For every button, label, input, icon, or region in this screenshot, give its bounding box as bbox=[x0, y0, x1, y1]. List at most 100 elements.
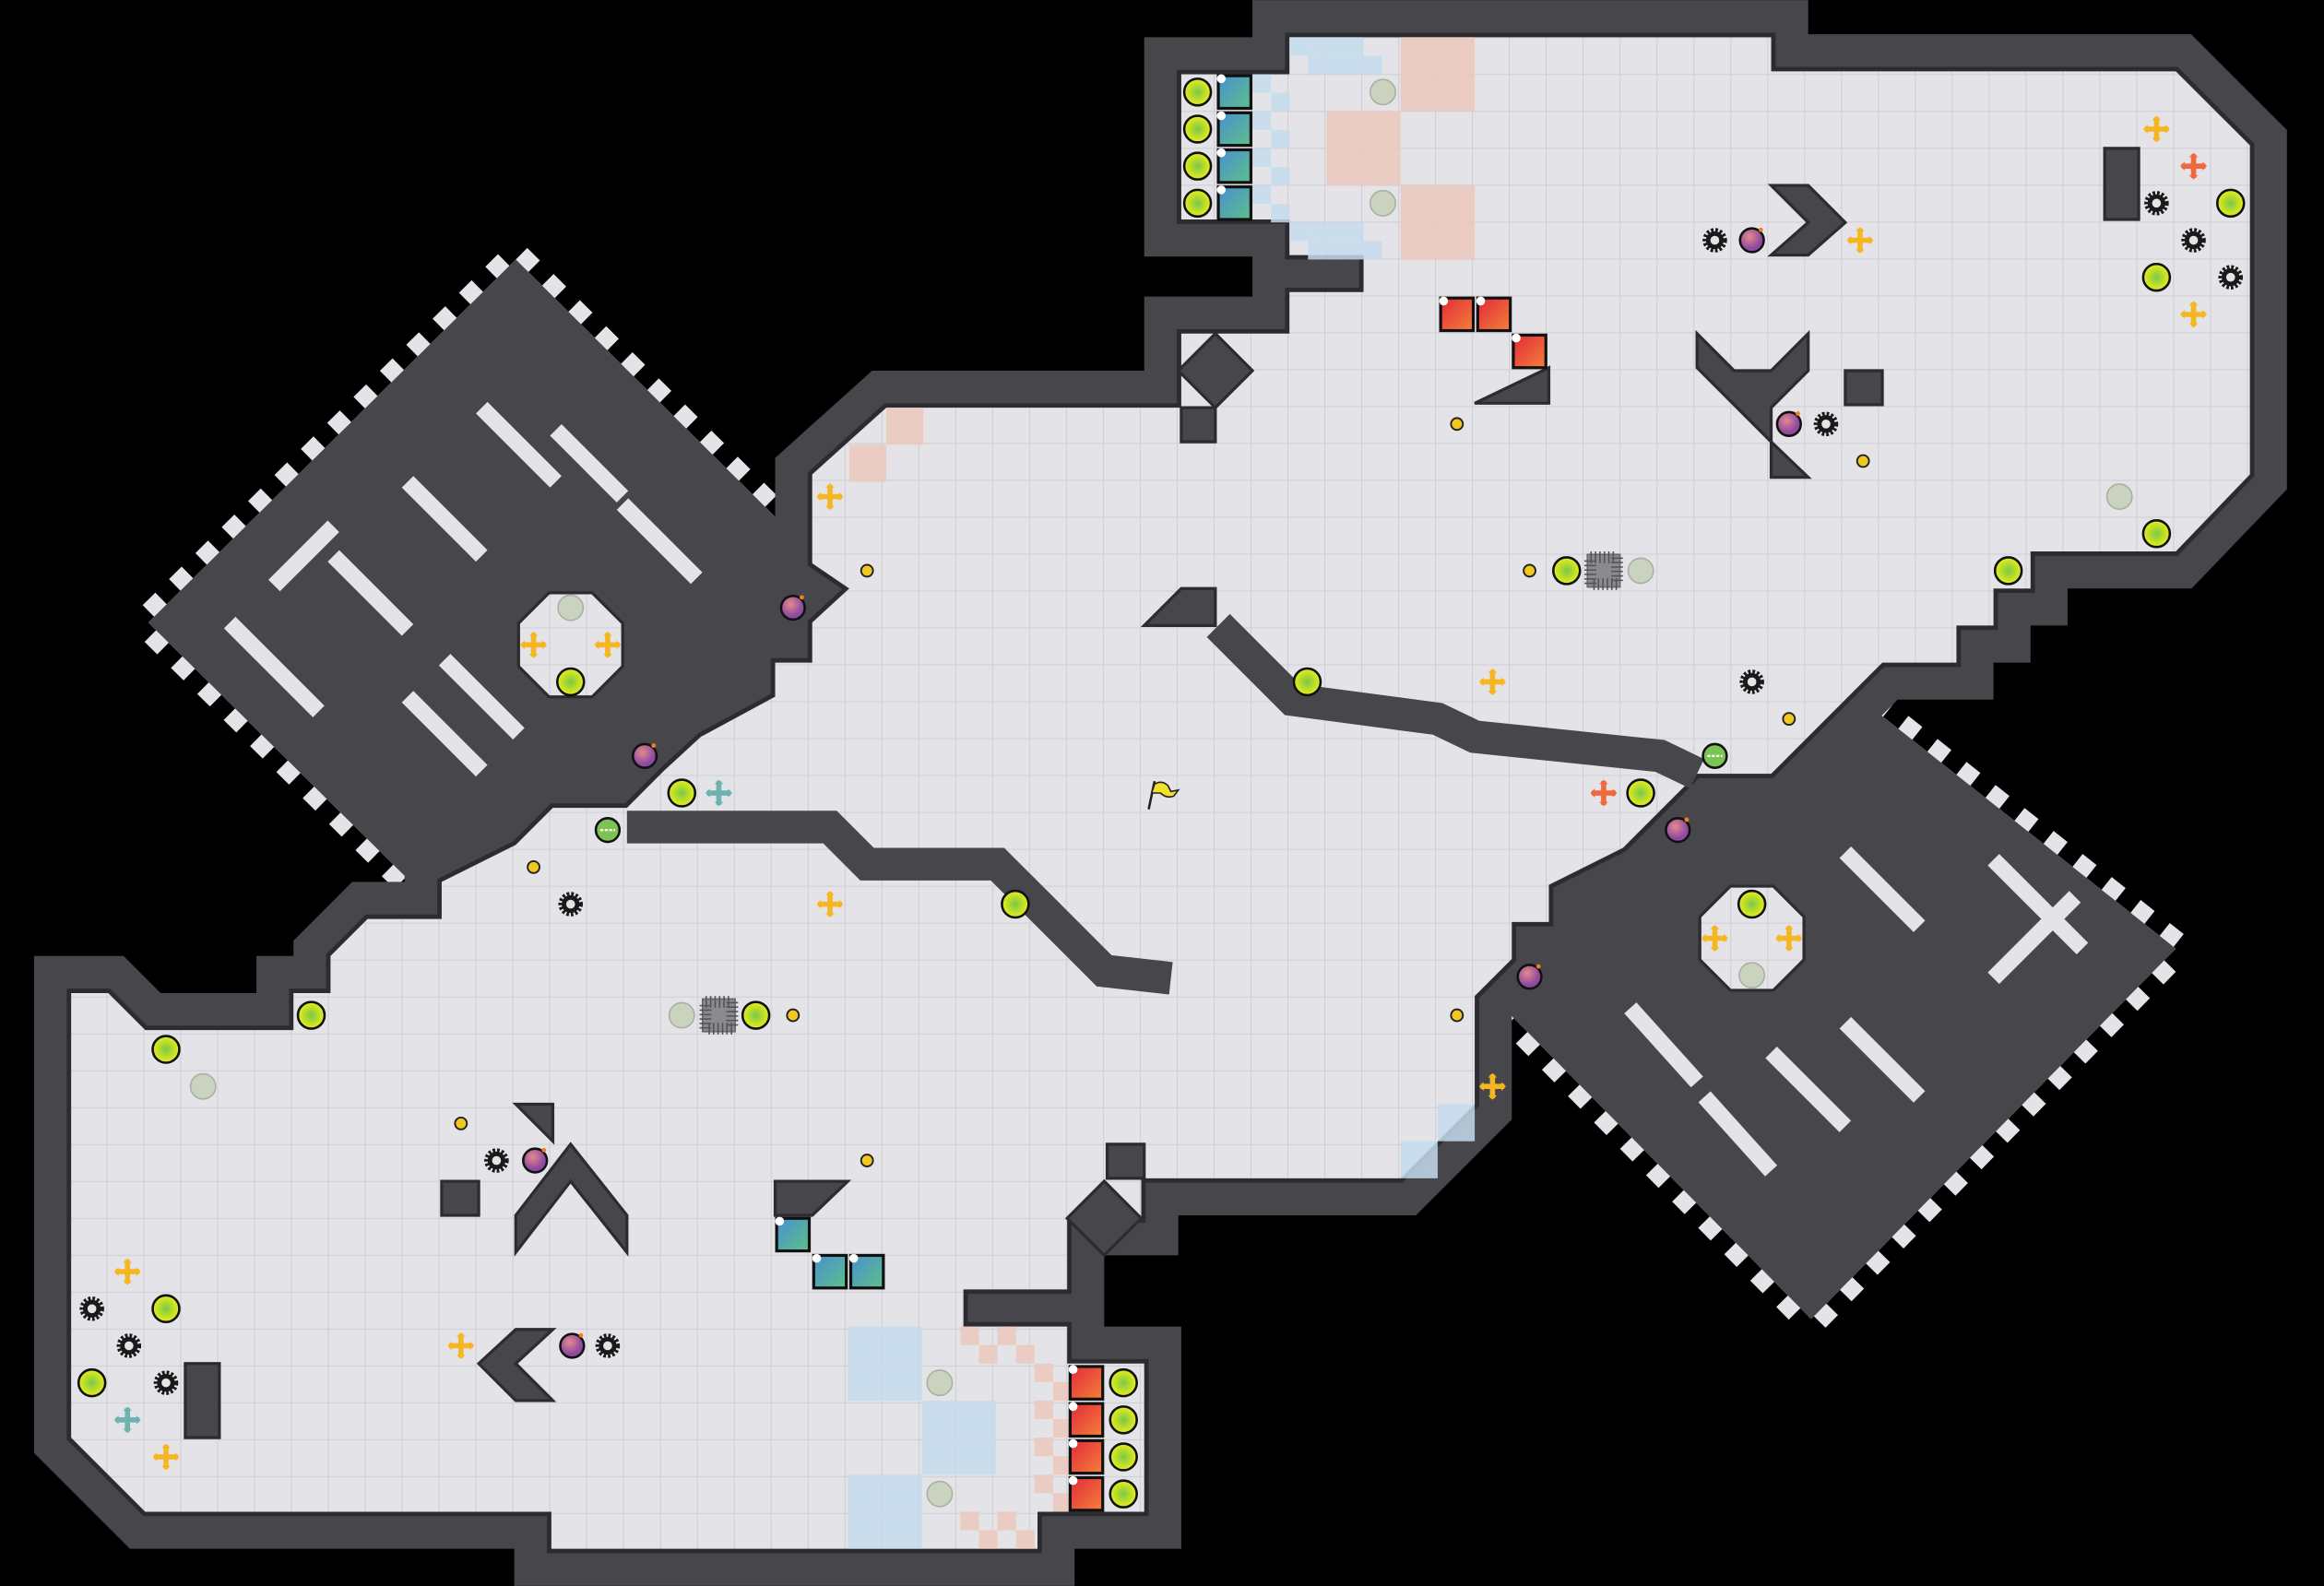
gear-ring bbox=[83, 1299, 101, 1318]
wall-gap bbox=[1839, 1016, 1926, 1103]
checker-tile bbox=[1326, 241, 1346, 260]
gear-teeth bbox=[116, 1333, 142, 1358]
bomb-fuse bbox=[1796, 411, 1800, 416]
gear-ring bbox=[562, 894, 580, 914]
checker-tile bbox=[978, 1344, 998, 1364]
obstacles-layer bbox=[184, 147, 2140, 1439]
bomb-body bbox=[559, 1332, 586, 1359]
gear-icon bbox=[484, 1148, 509, 1173]
red-block-icon bbox=[1068, 1402, 1105, 1438]
coin-icon bbox=[1109, 1405, 1138, 1435]
block-shine bbox=[1216, 148, 1227, 158]
bomb-body bbox=[1775, 410, 1802, 437]
move-cross-icon bbox=[1478, 1072, 1506, 1100]
gear-icon bbox=[2218, 265, 2244, 290]
octagon-chamber bbox=[1698, 884, 1806, 992]
gear-icon bbox=[595, 1333, 621, 1358]
checker-tile bbox=[1289, 222, 1309, 242]
striped-orb-icon bbox=[594, 817, 622, 844]
grate-holes bbox=[1584, 551, 1623, 590]
teal-block-icon bbox=[848, 1253, 885, 1290]
checker-tile bbox=[1034, 1438, 1053, 1457]
move-cross-icon bbox=[1478, 669, 1506, 695]
wall-gap bbox=[268, 520, 339, 592]
bar-block bbox=[184, 1362, 221, 1439]
checker-tile bbox=[1015, 1530, 1035, 1549]
bomb-icon bbox=[1665, 817, 1691, 844]
gear-ring bbox=[2147, 194, 2166, 212]
cross-bars bbox=[448, 1333, 473, 1358]
bomb-fuse bbox=[1684, 817, 1690, 823]
gear-teeth bbox=[2181, 228, 2206, 253]
blue-tile bbox=[848, 1474, 922, 1549]
peach-tile bbox=[1400, 185, 1476, 260]
cross-bars bbox=[521, 633, 546, 657]
checker-tile bbox=[1326, 222, 1346, 242]
block-shine bbox=[1216, 111, 1227, 121]
checker-tile bbox=[1252, 111, 1272, 130]
checker-tile bbox=[1345, 55, 1364, 75]
checker-tile bbox=[1034, 1474, 1053, 1494]
wall-gap bbox=[550, 423, 629, 503]
bomb-body bbox=[779, 594, 806, 621]
cross-bars bbox=[818, 484, 842, 509]
ghost-coin-icon bbox=[189, 1072, 217, 1100]
wall-gap bbox=[1698, 1091, 1778, 1177]
gear-teeth bbox=[1813, 411, 1839, 437]
ramp-wall bbox=[1140, 586, 1217, 627]
ghost-coin-icon bbox=[926, 1480, 954, 1508]
move-cross-icon bbox=[594, 631, 622, 658]
bomb-icon bbox=[559, 1332, 586, 1359]
move-cross-icon bbox=[1702, 925, 1728, 952]
checker-tile bbox=[1289, 37, 1309, 56]
v-wall bbox=[1695, 329, 1810, 445]
peach-tile bbox=[886, 408, 924, 445]
wall-gap bbox=[1987, 854, 2089, 955]
gear-teeth bbox=[2144, 191, 2169, 216]
wall-gap bbox=[1765, 1046, 1852, 1132]
coin-icon bbox=[556, 667, 586, 697]
wall-gap bbox=[401, 691, 488, 777]
gear-teeth bbox=[484, 1148, 509, 1173]
teal-block-icon bbox=[1216, 148, 1253, 184]
red-block-icon bbox=[1476, 296, 1512, 333]
bomb-fuse bbox=[800, 595, 804, 600]
checker-tile bbox=[997, 1511, 1016, 1531]
wall-gap bbox=[438, 654, 525, 740]
cross-bars bbox=[1480, 1074, 1505, 1099]
gear-teeth bbox=[153, 1370, 179, 1395]
block-shine bbox=[1439, 296, 1449, 306]
teal-block-icon bbox=[1216, 111, 1253, 148]
flag-icon bbox=[1147, 780, 1180, 810]
ghost-coin-icon bbox=[2105, 483, 2133, 511]
bomb-body bbox=[1516, 964, 1543, 990]
small-coin-icon bbox=[860, 1154, 874, 1167]
checker-tile bbox=[1271, 204, 1290, 223]
bomb-fuse bbox=[651, 743, 657, 748]
ghost-coin-icon bbox=[668, 1001, 695, 1029]
bomb-icon bbox=[1516, 964, 1543, 990]
small-coin-icon bbox=[454, 1117, 468, 1130]
coin-icon bbox=[1626, 778, 1655, 808]
wall-gap bbox=[616, 498, 703, 585]
grate-holes bbox=[699, 996, 739, 1035]
blue-tile bbox=[921, 1400, 996, 1475]
bomb-fuse bbox=[578, 1332, 584, 1338]
red-block-icon bbox=[1512, 333, 1547, 370]
coin-icon bbox=[2141, 519, 2172, 549]
gear-teeth bbox=[1739, 669, 1764, 694]
ramp-wall bbox=[773, 1179, 852, 1217]
move-cross-icon bbox=[1846, 227, 1874, 254]
checker-tile bbox=[1271, 166, 1290, 186]
entities-layer bbox=[77, 74, 2246, 1512]
peach-tile bbox=[848, 444, 887, 482]
coin-icon bbox=[1109, 1367, 1138, 1398]
checker-tile bbox=[1308, 55, 1327, 75]
coin-icon bbox=[1182, 77, 1213, 107]
coin-icon bbox=[667, 778, 697, 808]
block-shine bbox=[848, 1253, 859, 1263]
block-shine bbox=[1068, 1438, 1078, 1449]
move-cross-icon bbox=[520, 631, 548, 658]
bar-block bbox=[2103, 147, 2140, 221]
